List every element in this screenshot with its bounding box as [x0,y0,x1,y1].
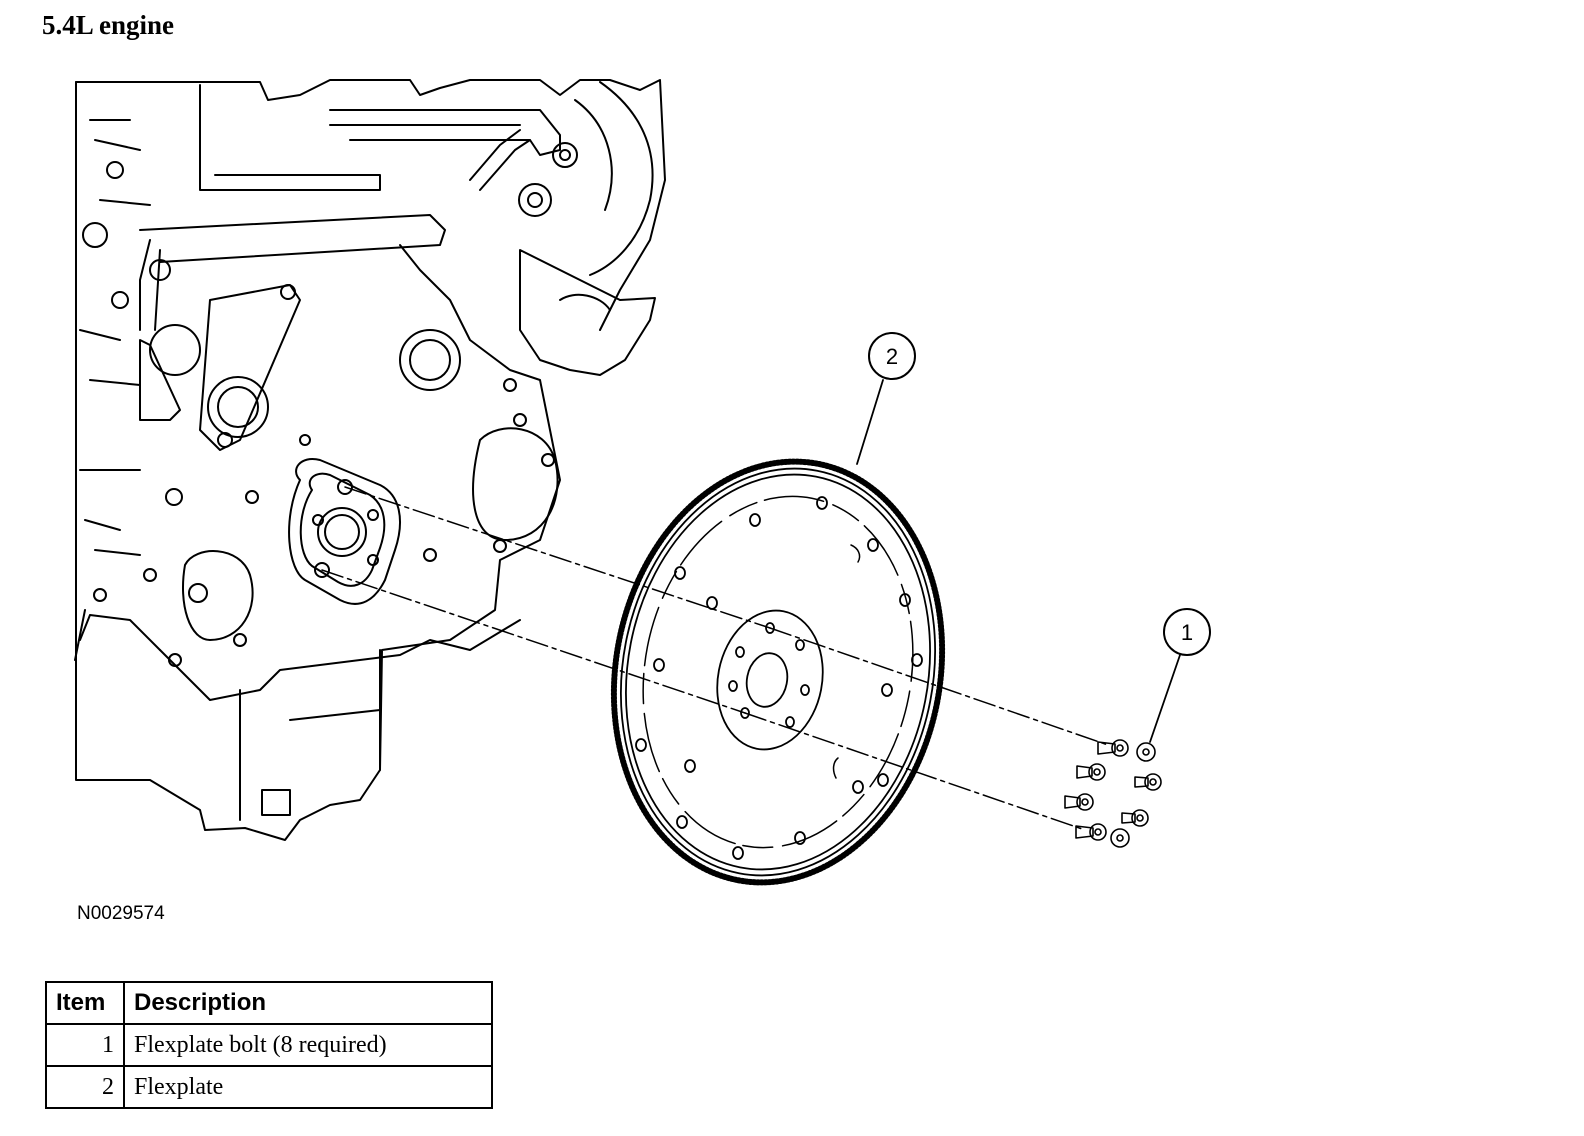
bolt [1076,763,1106,781]
bolt [1134,773,1162,791]
callout-2-label: 2 [886,344,898,369]
engine-block [74,79,666,841]
legend-item-description: Flexplate [123,1065,493,1109]
bolt [1136,742,1156,762]
legend-header-row: Item Description [45,981,493,1025]
flexplate-bolts [1064,739,1162,848]
flexplate-outer-holes [635,496,923,860]
bolt [1121,809,1149,827]
table-row: 1 Flexplate bolt (8 required) [45,1023,493,1067]
legend-item-number: 1 [45,1023,125,1067]
bolt [1097,739,1129,757]
flexplate [610,458,946,886]
legend-item-number: 2 [45,1065,125,1109]
callout-2: 2 [856,332,916,465]
legend-item-description: Flexplate bolt (8 required) [123,1023,493,1067]
callout-1: 1 [1149,608,1211,743]
legend-header-item: Item [45,981,125,1025]
callout-1-label: 1 [1181,620,1193,645]
legend-header-description: Description [123,981,493,1025]
alignment-lines [321,486,1109,831]
bolt [1110,828,1130,848]
bolt [1064,793,1094,811]
flexplate-bolt-holes [728,622,810,728]
legend-table: Item Description 1 Flexplate bolt (8 req… [45,981,493,1109]
figure-code: N0029574 [77,903,165,924]
bolt [1075,823,1107,841]
section-title: 5.4L engine [42,10,175,40]
table-row: 2 Flexplate [45,1065,493,1109]
